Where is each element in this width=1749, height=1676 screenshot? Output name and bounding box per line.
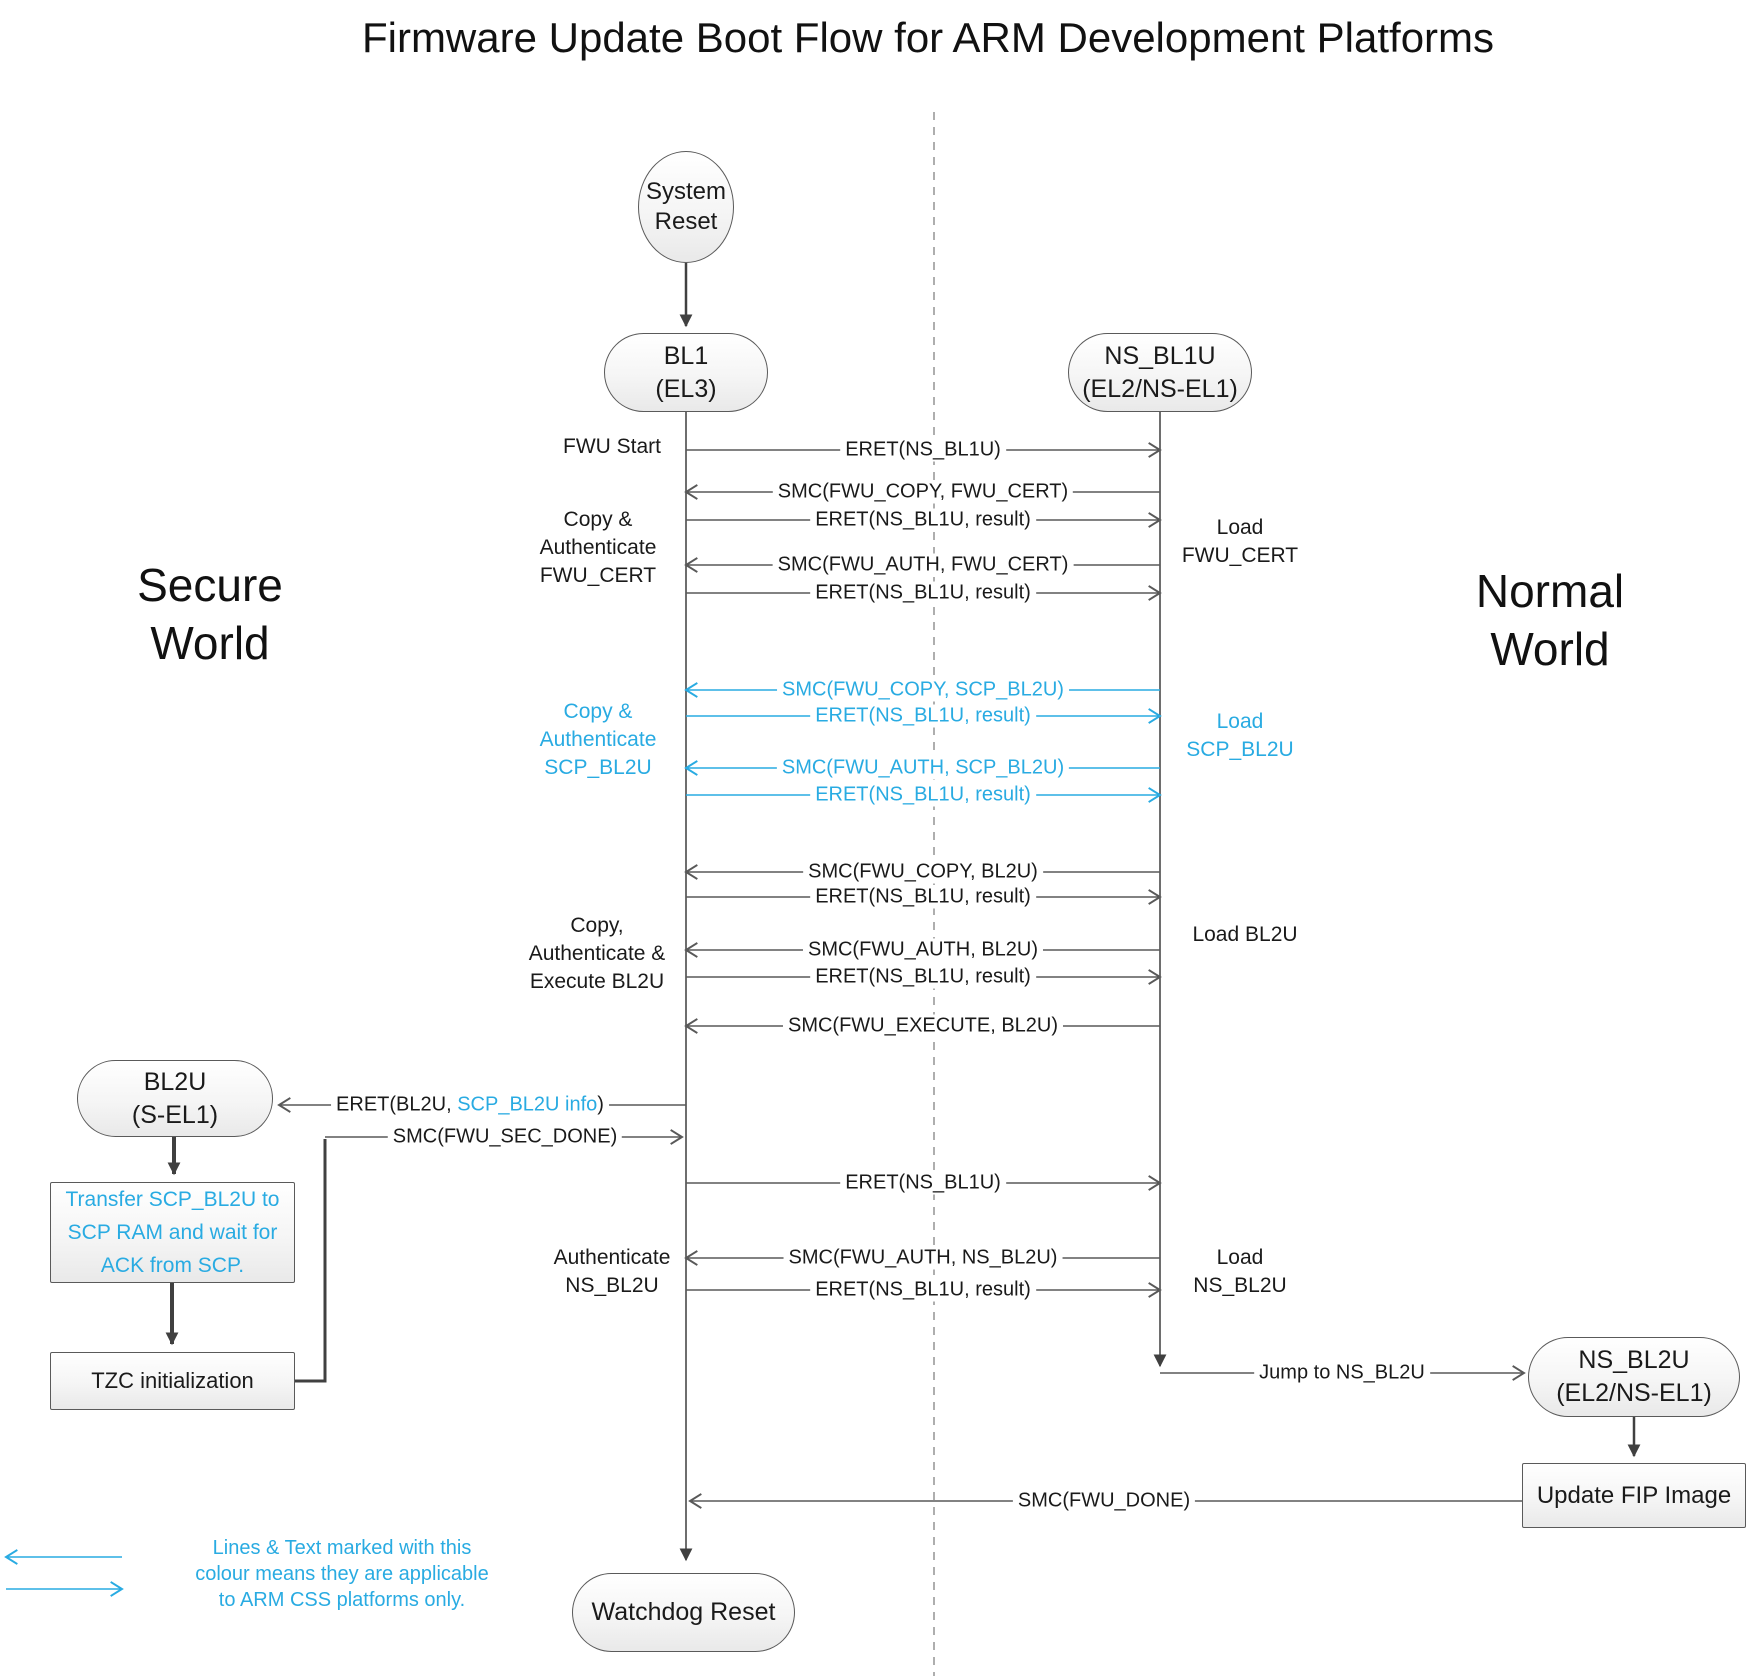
message-label: SMC(FWU_COPY, FWU_CERT) [772,480,1074,504]
secure-world-label: Secure World [137,559,283,669]
message-label: ERET(NS_BL1U, result) [810,783,1036,807]
tzc-return-connector [295,1139,327,1383]
message-label: SMC(FWU_AUTH, NS_BL2U) [783,1246,1063,1270]
message-label: SMC(FWU_DONE) [1012,1489,1196,1513]
message-label: SMC(FWU_AUTH, SCP_BL2U) [776,756,1070,780]
message-label-part: ERET(BL2U, [336,1093,458,1116]
message-label: SMC(FWU_COPY, SCP_BL2U) [777,678,1069,702]
annotation-line: Copy & [563,508,633,531]
message-label: ERET(NS_BL1U, result) [810,581,1036,605]
transfer-scp-bl2u-node: Transfer SCP_BL2U to SCP RAM and wait fo… [50,1182,295,1283]
message-label: Jump to NS_BL2U [1254,1361,1430,1385]
message-label-part: SCP_BL2U info [457,1093,598,1116]
ns-bl1u-node: NS_BL1U (EL2/NS-EL1) [1068,333,1252,412]
tzc-initialization-node: TZC initialization [50,1352,295,1410]
annotation-line: Authenticate [539,728,657,751]
message-label: ERET(NS_BL1U, result) [810,965,1036,989]
bl1-node: BL1 (EL3) [604,333,768,412]
left-annotation: FWU Start [563,433,661,461]
system-reset-node: System Reset [638,151,734,263]
annotation-line: FWU_CERT [1181,544,1299,567]
annotation-line: NS_BL2U [1193,1274,1287,1297]
annotation-line: Load [1216,1246,1264,1269]
message-label: ERET(NS_BL1U, result) [810,508,1036,532]
message-label: SMC(FWU_COPY, BL2U) [803,860,1043,884]
page-title: Firmware Update Boot Flow for ARM Develo… [361,14,1495,61]
right-annotation: Load BL2U [1192,921,1297,949]
message-label: ERET(NS_BL1U, result) [810,1278,1036,1302]
message-label: SMC(FWU_AUTH, BL2U) [802,938,1044,962]
annotation-line: Load [1216,710,1264,733]
update-fip-image-node: Update FIP Image [1522,1463,1746,1528]
message-label: ERET(BL2U, SCP_BL2U info) [331,1093,609,1117]
message-label: ERET(NS_BL1U) [840,438,1006,462]
annotation-line: Load BL2U [1192,923,1298,946]
annotation-line: Authenticate [553,1246,671,1269]
bl2u-node: BL2U (S-EL1) [77,1060,273,1137]
message-label: SMC(FWU_EXECUTE, BL2U) [782,1014,1064,1038]
message-label: ERET(NS_BL1U) [840,1171,1006,1195]
left-annotation: Copy, Authenticate & Execute BL2U [529,912,666,996]
annotation-line: SCP_BL2U [1186,738,1294,761]
annotation-line: NS_BL2U [565,1274,659,1297]
legend-text: Lines & Text marked with this colour mea… [195,1537,489,1611]
annotation-line: Authenticate & [528,942,666,965]
annotation-line: FWU_CERT [539,564,657,587]
normal-world-label: Normal World [1475,565,1625,675]
annotation-line: Authenticate [539,536,657,559]
annotation-line: Copy & [563,700,633,723]
message-label: SMC(FWU_SEC_DONE) [387,1125,623,1149]
ns-bl2u-node: NS_BL2U (EL2/NS-EL1) [1528,1337,1740,1417]
annotation-line: Load [1216,516,1264,539]
annotation-line: FWU Start [563,435,661,458]
message-label-part: ) [597,1093,604,1116]
annotation-line: Execute BL2U [529,970,665,993]
annotation-line: Copy, [570,914,624,937]
message-label: SMC(FWU_AUTH, FWU_CERT) [772,553,1074,577]
message-label: ERET(NS_BL1U, result) [810,885,1036,909]
annotation-line: SCP_BL2U [544,756,652,779]
message-label: ERET(NS_BL1U, result) [810,704,1036,728]
watchdog-reset-node: Watchdog Reset [572,1573,795,1652]
